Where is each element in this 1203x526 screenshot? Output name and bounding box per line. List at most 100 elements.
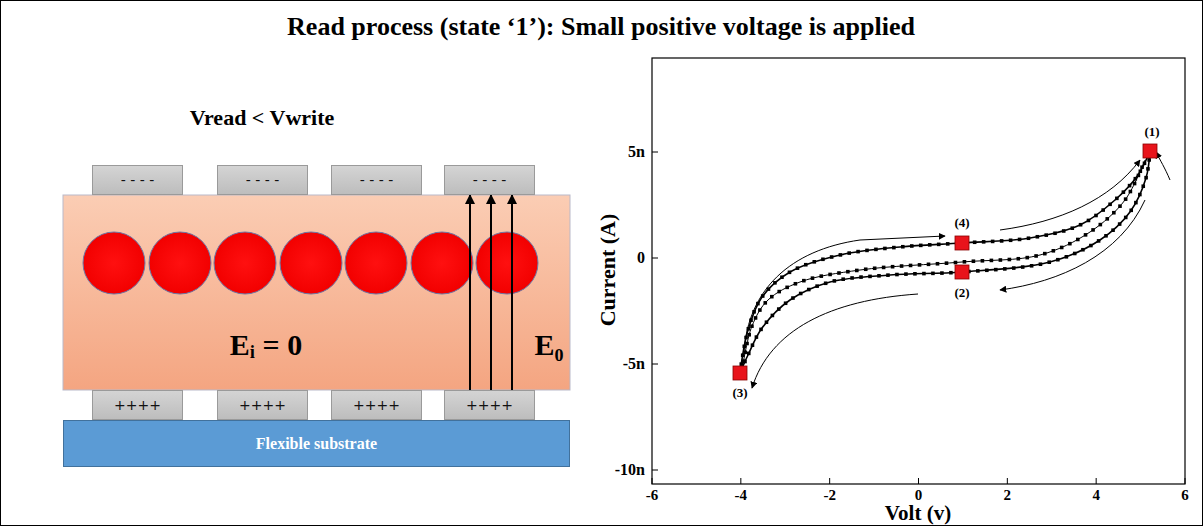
data-marker — [936, 262, 940, 266]
data-marker — [928, 243, 932, 247]
bottom-electrode: ++++ — [444, 390, 535, 420]
data-marker — [1111, 228, 1115, 232]
data-marker — [791, 296, 795, 300]
data-marker — [828, 273, 832, 277]
tick — [740, 478, 741, 484]
data-marker — [1009, 238, 1013, 242]
data-marker — [874, 248, 878, 252]
data-marker — [873, 266, 877, 270]
data-marker — [976, 269, 980, 273]
data-marker — [855, 269, 859, 273]
charge-sign: - - - - — [473, 172, 507, 188]
data-marker — [763, 301, 767, 305]
data-marker — [856, 250, 860, 254]
callout-number: (3) — [732, 385, 747, 401]
nanoparticle — [149, 232, 211, 294]
data-marker — [750, 324, 754, 328]
data-marker — [1124, 216, 1128, 220]
tick — [1007, 478, 1008, 484]
data-marker — [1105, 217, 1109, 221]
data-marker — [1112, 211, 1116, 215]
data-marker — [1068, 242, 1072, 246]
data-marker — [837, 271, 841, 275]
field-arrow — [490, 195, 492, 390]
data-marker — [891, 265, 895, 269]
data-marker — [1000, 239, 1004, 243]
charge-sign: ++++ — [353, 397, 400, 413]
data-marker — [883, 247, 887, 251]
data-marker — [821, 257, 825, 261]
data-marker — [1124, 197, 1128, 201]
data-marker — [904, 272, 908, 276]
tick-label: -5n — [623, 355, 645, 373]
data-marker — [811, 276, 815, 280]
tick — [829, 478, 830, 484]
data-marker — [807, 288, 811, 292]
data-marker — [1118, 204, 1122, 208]
data-marker — [1128, 184, 1132, 188]
data-marker — [1056, 258, 1060, 262]
data-marker — [1062, 229, 1066, 233]
data-marker — [1052, 249, 1056, 253]
tick-label: -4 — [735, 487, 748, 504]
data-marker — [982, 240, 986, 244]
data-marker — [799, 292, 803, 296]
data-marker — [927, 263, 931, 267]
data-marker — [1065, 255, 1069, 259]
data-marker — [758, 308, 762, 312]
data-marker — [1104, 234, 1108, 238]
top-electrode: - - - - — [92, 165, 183, 195]
data-marker — [1044, 233, 1048, 237]
tick — [652, 470, 658, 471]
sweep-arrows — [744, 152, 1170, 388]
data-marker — [991, 240, 995, 244]
data-marker — [751, 343, 755, 347]
state-point — [955, 236, 969, 250]
data-marker — [1003, 267, 1007, 271]
data-marker — [1047, 260, 1051, 264]
data-marker — [771, 314, 775, 318]
data-marker — [886, 273, 890, 277]
data-marker — [1137, 174, 1141, 178]
data-marker — [1147, 158, 1151, 162]
tick — [1185, 478, 1186, 484]
field-label: Eᵢ = 0 — [230, 328, 302, 362]
tick-label: 4 — [1092, 487, 1100, 504]
tick — [652, 152, 658, 153]
data-marker — [972, 259, 976, 263]
tick-label: -2 — [823, 487, 836, 504]
data-marker — [1036, 235, 1040, 239]
data-marker — [1053, 231, 1057, 235]
data-marker — [1129, 208, 1133, 212]
data-marker — [819, 274, 823, 278]
sweep-arrow — [752, 294, 918, 388]
data-marker — [922, 272, 926, 276]
charge-sign: ++++ — [239, 397, 286, 413]
data-marker — [1018, 238, 1022, 242]
callout-number: (4) — [954, 215, 969, 231]
data-marker — [1091, 228, 1095, 232]
field-arrow — [511, 195, 513, 390]
callout-number: (1) — [1144, 124, 1159, 140]
data-marker — [759, 328, 763, 332]
data-marker — [865, 249, 869, 253]
bottom-electrode: ++++ — [331, 390, 422, 420]
data-marker — [1079, 223, 1083, 227]
iv-chart — [652, 58, 1185, 484]
data-marker — [1021, 265, 1025, 269]
data-marker — [747, 352, 751, 356]
data-marker — [770, 295, 774, 299]
iv-branch — [740, 151, 1150, 373]
sweep-arrow — [1000, 160, 1140, 230]
data-marker — [1073, 252, 1077, 256]
data-marker — [994, 268, 998, 272]
data-marker — [1094, 214, 1098, 218]
data-marker — [1084, 233, 1088, 237]
field-arrow — [469, 195, 471, 390]
active-layer — [63, 195, 570, 390]
data-marker — [830, 255, 834, 259]
data-marker — [1115, 197, 1119, 201]
data-marker — [794, 282, 798, 286]
data-marker — [1097, 239, 1101, 243]
data-marker — [1134, 201, 1138, 205]
